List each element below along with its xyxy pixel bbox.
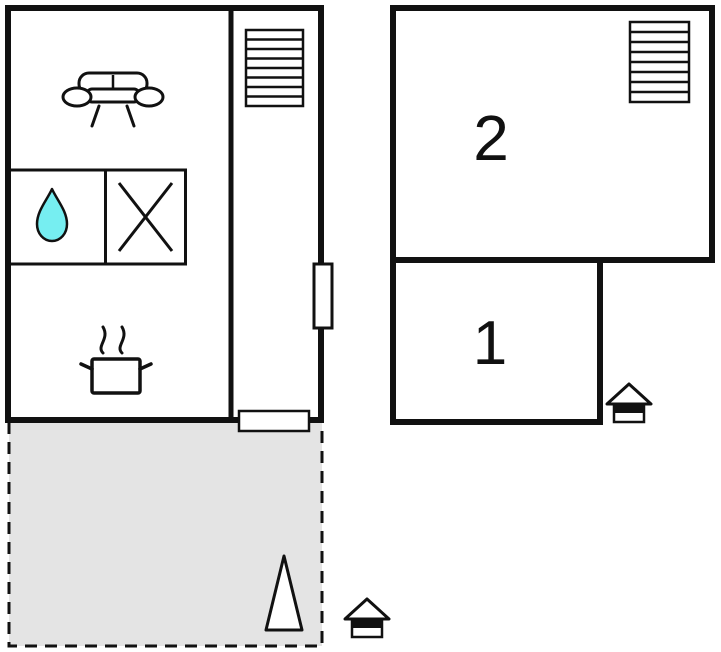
cooking-pot-icon [79,325,153,395]
stair-steps [246,38,303,98]
entrance-house-icon-right [605,382,653,424]
door-opening-marker [237,409,311,433]
pot-handle-right [138,362,153,371]
house-band [352,619,382,628]
conifer-tree-icon [264,554,304,632]
steam-icon [99,325,126,355]
house-roof [343,597,391,621]
hob-unit [104,168,187,266]
pot-handle-left [79,362,94,371]
entrance-house-icon-terrace [343,597,391,639]
sofa-leg-right [125,104,136,128]
sink-unit [8,168,107,266]
staircase-icon-left [244,28,305,108]
sofa-seat [85,87,141,104]
terrace-area [7,422,324,648]
staircase-icon-right [628,20,691,104]
room-1-label: 1 [473,309,507,378]
house-band [614,404,644,413]
sofa-leg-left [90,104,101,128]
window-marker [312,262,334,330]
sink-water-drop-icon [35,187,69,243]
sofa-arm-right [133,86,165,108]
hob-cross-icon [117,182,174,252]
sofa-arm-left [61,86,93,108]
sofa-icon [61,71,165,128]
pot-body [90,357,142,395]
room-2-label: 2 [473,102,509,174]
stair-steps [630,30,689,94]
house-roof [605,382,653,406]
